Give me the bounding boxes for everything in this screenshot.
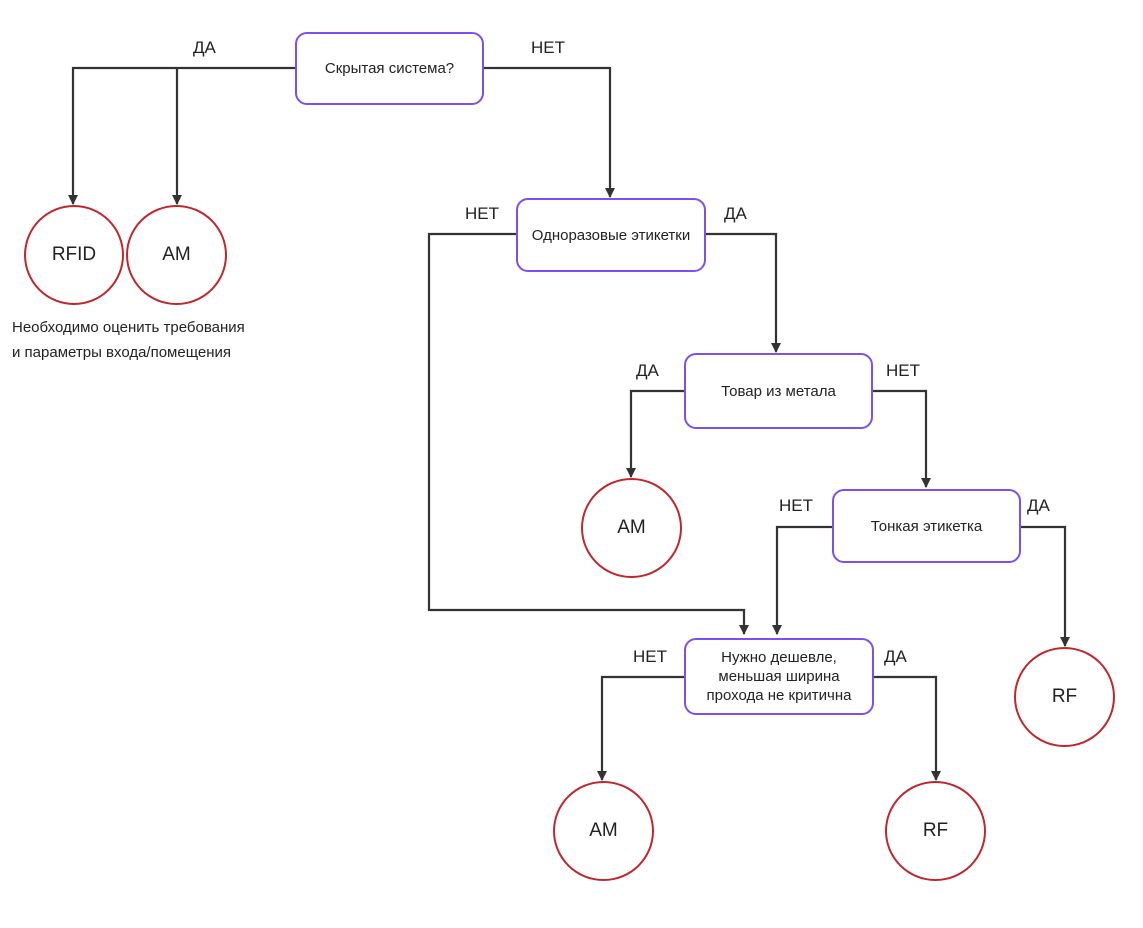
decision-hidden-system: Скрытая система? [295,32,484,105]
label-cheaper-yes: ДА [884,647,907,666]
note-line-1: Необходимо оценить требования [12,319,245,336]
edge-metal-no [872,389,931,488]
terminal-am-top: AM [126,205,227,305]
edge-thin-yes [1020,525,1070,647]
edge-metal-yes [626,389,685,478]
edge-disposable-no [427,232,749,635]
decision-disposable-tags: Одноразовые этикетки [516,198,706,272]
label-hidden-yes: ДА [193,38,216,57]
edge-hidden-yes-rfid [68,66,296,205]
note-line-2: и параметры входа/помещения [12,344,232,361]
edge-cheaper-no [597,675,685,781]
edge-thin-no [772,525,833,635]
label-metal-no: НЕТ [886,361,920,380]
terminal-rfid: RFID [24,205,124,305]
decision-cheaper: Нужно дешевле, меньшая ширина прохода не… [684,638,874,715]
terminal-rf-thin: RF [1014,647,1115,747]
label-hidden-no: НЕТ [531,38,565,57]
decision-thin-tag: Тонкая этикетка [832,489,1021,563]
label-thin-yes: ДА [1027,496,1050,515]
label-metal-yes: ДА [636,361,659,380]
decision-metal-goods: Товар из метала [684,353,873,429]
terminal-am-cheaper: AM [553,781,654,881]
label-disposable-yes: ДА [724,204,747,223]
note-text: Необходимо оценить требования и параметр… [12,315,245,365]
terminal-rf-cheaper: RF [885,781,986,881]
label-cheaper-no: НЕТ [633,647,667,666]
terminal-am-metal: AM [581,478,682,578]
label-disposable-no: НЕТ [465,204,499,223]
edge-hidden-no [484,66,615,198]
label-thin-no: НЕТ [779,496,813,515]
edge-disposable-yes [705,232,781,353]
edge-cheaper-yes [873,675,941,781]
